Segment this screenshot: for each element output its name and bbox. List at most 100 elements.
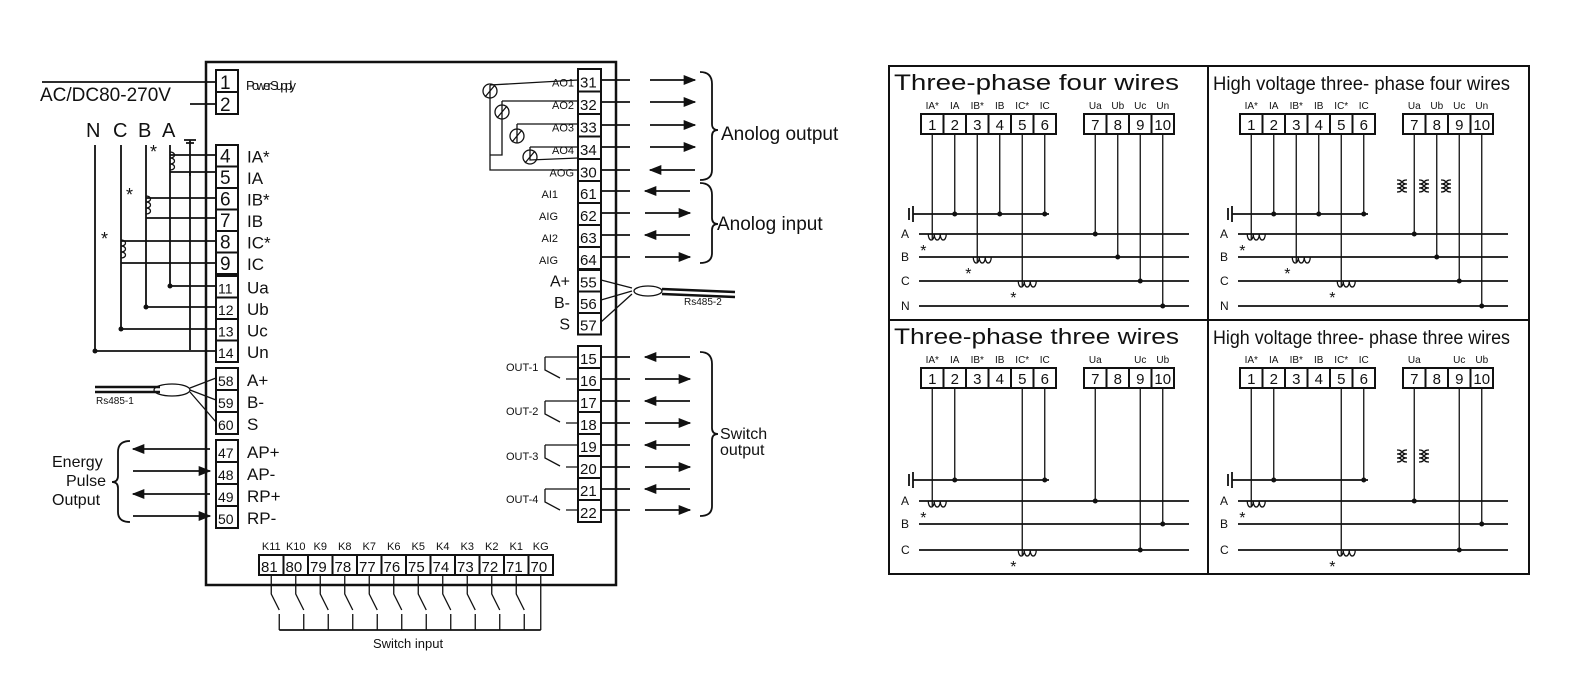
energy-pulse-output: Energy Pulse Output [52,440,212,523]
switch-label-k2: K2 [485,541,498,553]
terminal-13: 13 [218,324,234,340]
terminal-label-ao4: AO4 [552,145,574,157]
analog-output-internal [482,79,579,171]
voltage-label-ub: Ub [1111,101,1124,112]
terminal-box [215,251,239,275]
terminal-63: 63 [580,230,597,247]
rs485-2-label: Rs485-2 [684,297,722,308]
terminal-5: 5 [1018,117,1026,134]
terminal-19: 19 [580,439,597,456]
phase-labels: N C B A [86,120,176,142]
terminal-label-s: S [559,317,570,334]
terminal-6: 6 [1360,117,1368,134]
terminal-6: 6 [1041,371,1049,388]
phase-b-label: B [138,120,151,142]
current-label-ia: IA [950,101,960,112]
voltage-label-ua: Ua [1408,355,1421,366]
terminal-label-ua: Ua [247,279,269,298]
terminal-label-ai2: AI2 [541,233,558,245]
terminal-10: 10 [1473,371,1490,388]
terminal-1: 1 [1247,371,1255,388]
voltage-label-ub: Ub [1475,355,1488,366]
terminal-4: 4 [996,371,1004,388]
terminal-3: 3 [973,371,981,388]
terminal-3: 3 [973,117,981,134]
rs485-1-label: Rs485-1 [96,396,134,407]
current-label-ia: IA* [1245,355,1258,366]
terminal-4: 4 [996,117,1004,134]
current-label-ia: IA [950,355,960,366]
terminal-label-ao2: AO2 [552,100,574,112]
current-label-ic: IC* [1015,355,1029,366]
analog-output-arrows: Anolog output [601,71,839,181]
terminal-box [215,339,239,363]
switch-input-title: Switch input [373,636,443,651]
terminal-79: 79 [310,559,327,576]
terminal-4: 4 [220,147,231,168]
terminal-77: 77 [359,559,376,576]
switch-label-kg: KG [533,541,549,553]
terminal-9: 9 [1136,117,1144,134]
terminal-3: 3 [1292,371,1300,388]
voltage-label-un: Un [1156,101,1169,112]
phase-c-label: C [113,120,127,142]
voltage-label-uc: Uc [1453,355,1465,366]
current-label-ia: IA* [926,355,939,366]
terminal-74: 74 [433,559,450,576]
terminal-box [215,505,239,529]
terminal-80: 80 [286,559,303,576]
terminal-78: 78 [335,559,352,576]
ground-icon [1227,206,1368,222]
terminal-10: 10 [1473,117,1490,134]
terminal-label-a: A+ [247,371,268,390]
line-label-b: B [1220,250,1228,264]
ground-icon [184,139,196,144]
terminal-label-rp: RP- [247,509,276,528]
out-2-label: OUT-2 [506,406,538,418]
terminal-20: 20 [580,461,597,478]
line-label-b: B [1220,517,1228,531]
terminal-8: 8 [1433,371,1441,388]
switch-label-k9: K9 [314,541,327,553]
switch-label-k7: K7 [363,541,376,553]
svg-text:*: * [101,229,108,249]
switch-label-k8: K8 [338,541,351,553]
terminal-47: 47 [218,445,234,461]
terminal-label-ap: AP- [247,465,275,484]
svg-text:*: * [126,185,133,205]
out-1-label: OUT-1 [506,362,538,374]
terminal-72: 72 [482,559,499,576]
terminal-15: 15 [580,351,597,368]
pin-2: 2 [220,95,231,116]
terminal-70: 70 [531,559,548,576]
terminal-label-aog: AOG [550,168,574,180]
phase-a-label: A [162,120,176,142]
terminal-5: 5 [220,168,231,189]
terminal-49: 49 [218,489,234,505]
terminal-label-ia: IA* [247,148,270,167]
terminal-59: 59 [218,395,234,411]
terminal-7: 7 [1410,371,1418,388]
power-supply-desc: Power Supply [246,78,297,93]
meter-enclosure [204,60,618,587]
terminal-9: 9 [1455,371,1463,388]
terminal-5: 5 [1337,371,1345,388]
terminal-8: 8 [1114,117,1122,134]
current-label-ia: IA* [1245,101,1258,112]
terminal-9: 9 [220,254,231,275]
terminal-81: 81 [261,559,278,576]
terminal-7: 7 [1091,117,1099,134]
line-label-a: A [1220,227,1228,241]
line-label-n: N [1220,299,1229,313]
rs485-2-cable: Rs485-2 [600,279,736,323]
panel-title: High voltage three- phase three wires [1213,328,1510,349]
analog-output-title: Anolog output [721,124,839,145]
energy-title-line3: Output [52,492,101,509]
current-label-ib: IB [1314,355,1324,366]
switch-label-k5: K5 [412,541,425,553]
meter-wiring-diagram: AC/DC80-270V Power Supply N C B A * * * [40,60,839,651]
analog-input-arrows: Anolog input [601,182,823,264]
